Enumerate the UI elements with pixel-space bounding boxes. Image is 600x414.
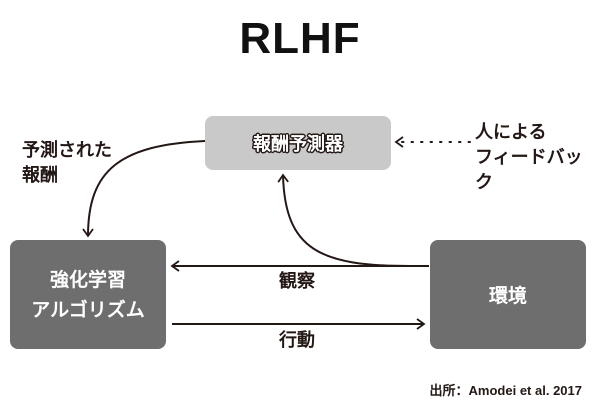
rl-algorithm-label-line2: アルゴリズム bbox=[31, 298, 145, 321]
arrow-predicted-reward bbox=[82, 140, 206, 238]
environment-node: 環境 bbox=[430, 240, 586, 349]
diagram-title: RLHF bbox=[239, 14, 361, 63]
reward-predictor-node: 報酬予測器 bbox=[205, 116, 391, 170]
predicted-reward-line1: 予測された bbox=[22, 140, 112, 161]
rl-algorithm-node: 強化学習 アルゴリズム bbox=[10, 240, 166, 349]
predicted-reward-label: 予測された 報酬 bbox=[22, 138, 112, 188]
arrow-observation-to-predictor bbox=[277, 173, 411, 267]
rl-algorithm-label-line1: 強化学習 bbox=[49, 268, 126, 291]
action-label: 行動 bbox=[279, 330, 315, 351]
observation-label: 観察 bbox=[279, 271, 315, 292]
human-feedback-line1: 人による bbox=[475, 122, 547, 143]
predicted-reward-line2: 報酬 bbox=[22, 165, 58, 186]
human-feedback-label: 人による フィードバック bbox=[475, 120, 600, 195]
environment-label: 環境 bbox=[488, 285, 527, 307]
source-citation: 出所：Amodei et al. 2017 bbox=[429, 383, 582, 398]
human-feedback-line2: フィードバック bbox=[475, 147, 583, 193]
reward-predictor-label: 報酬予測器 bbox=[253, 134, 343, 155]
